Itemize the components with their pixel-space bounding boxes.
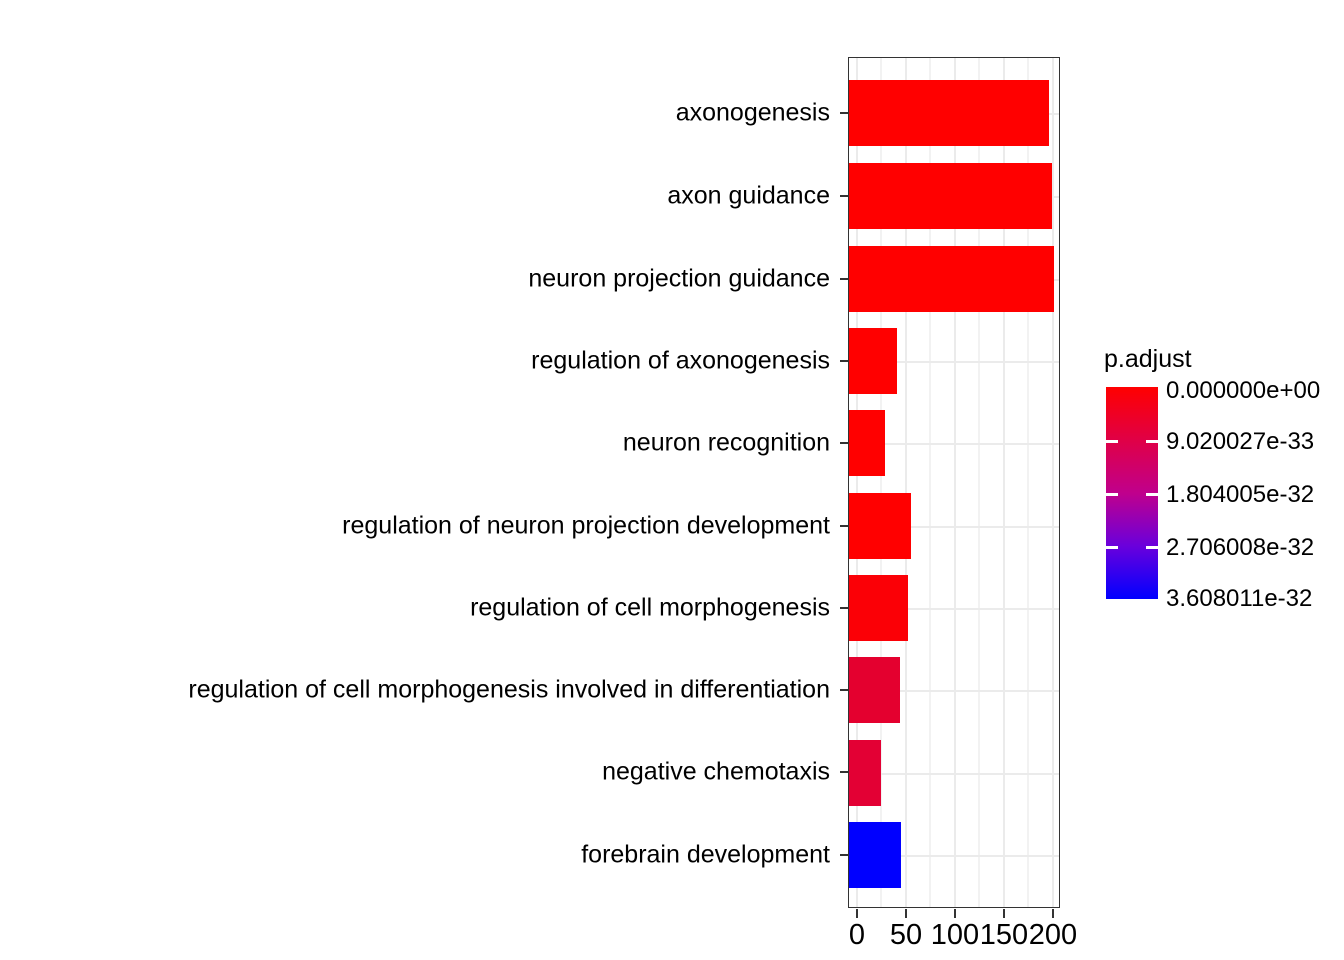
gridline-major-vertical [1052,58,1054,907]
y-tick-mark [840,607,848,609]
x-tick-label-0: 0 [848,919,866,951]
gridline-major-vertical [1003,58,1005,907]
y-tick-label-regulation-of-axonogenesis: regulation of axonogenesis [531,346,830,375]
legend-colorbar-break [1106,493,1158,496]
x-tick-mark [1052,909,1054,918]
y-tick-label-negative-chemotaxis: negative chemotaxis [602,757,830,786]
gridline-major-horizontal [849,361,1059,363]
gridline-minor-vertical [978,58,980,907]
y-tick-label-neuron-projection-guidance: neuron projection guidance [528,264,830,293]
bar-regulation-of-cell-morphogenesis-involved-in-differentiation[interactable] [849,657,900,723]
bar-forebrain-development[interactable] [849,822,901,888]
y-tick-label-regulation-of-cell-morphogenesis: regulation of cell morphogenesis [470,593,830,622]
x-tick-mark [954,909,956,918]
y-tick-mark [840,771,848,773]
legend-colorbar-break [1106,440,1158,443]
bar-axon-guidance[interactable] [849,163,1052,229]
legend-key-label-3: 2.706008e-32 [1166,534,1315,561]
x-tick-mark [1003,909,1005,918]
gridline-minor-vertical [880,58,882,907]
gridline-minor-vertical [1027,58,1029,907]
gridline-major-vertical [905,58,907,907]
gridline-major-vertical [954,58,956,907]
legend-colorbar-break [1106,546,1158,549]
plot-panel [848,57,1060,908]
y-tick-label-regulation-of-cell-morphogenesis-differentiation: regulation of cell morphogenesis involve… [188,675,830,704]
legend-key-label-4: 3.608011e-32 [1166,585,1313,612]
x-tick-label-100: 100 [930,919,980,951]
y-tick-mark [840,112,848,114]
bar-negative-chemotaxis[interactable] [849,740,881,806]
bar-regulation-of-neuron-projection-development[interactable] [849,493,911,559]
legend-key-label-0: 0.000000e+00 [1166,377,1321,404]
y-tick-label-regulation-of-neuron-projection-development: regulation of neuron projection developm… [342,511,830,540]
gridline-major-horizontal [849,855,1059,857]
y-tick-mark [840,854,848,856]
legend-title: p.adjust [1104,345,1192,373]
gridline-minor-vertical [929,58,931,907]
y-tick-mark [840,360,848,362]
y-axis: axonogenesis axon guidance neuron projec… [188,98,830,869]
bar-regulation-of-cell-morphogenesis[interactable] [849,575,908,641]
y-tick-mark [840,525,848,527]
y-tick-mark [840,195,848,197]
x-tick-mark [856,909,858,918]
gridline-major-horizontal [849,526,1059,528]
y-tick-label-axonogenesis: axonogenesis [675,98,830,127]
y-tick-mark [840,278,848,280]
bar-regulation-of-axonogenesis[interactable] [849,328,897,394]
gridline-major-horizontal [849,773,1059,775]
x-tick-mark [905,909,907,918]
gridline-major-horizontal [849,443,1059,445]
y-tick-label-axon-guidance: axon guidance [667,181,830,210]
bar-neuron-projection-guidance[interactable] [849,246,1054,312]
y-tick-label-forebrain-development: forebrain development [581,840,830,869]
y-tick-mark [840,689,848,691]
legend-key-label-2: 1.804005e-32 [1166,481,1315,508]
legend: p.adjust 0.000000e+00 9.020027e-33 1.804… [1100,345,1344,645]
legend-key-label-1: 9.020027e-33 [1166,428,1315,455]
bar-neuron-recognition[interactable] [849,410,885,476]
x-tick-label-150: 150 [979,919,1029,951]
gridline-major-vertical [856,58,858,907]
x-tick-label-200: 200 [1028,919,1078,951]
gridline-major-horizontal [849,608,1059,610]
y-tick-label-neuron-recognition: neuron recognition [622,428,830,457]
x-tick-label-50: 50 [889,919,923,951]
y-tick-mark [840,442,848,444]
gridline-major-horizontal [849,690,1059,692]
bar-axonogenesis[interactable] [849,80,1049,146]
